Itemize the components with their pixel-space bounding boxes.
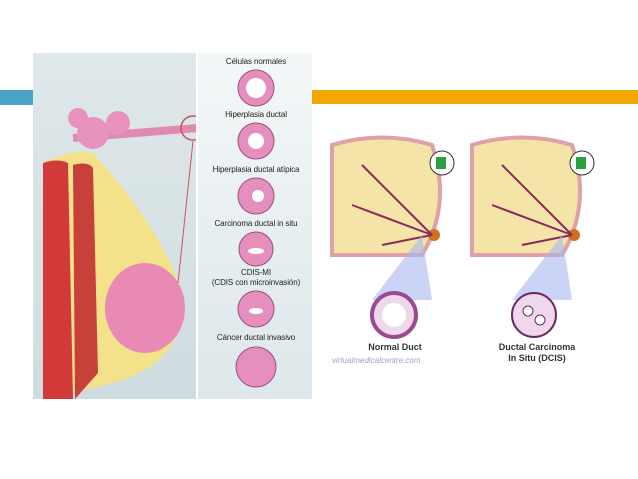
accent-bar-right bbox=[312, 90, 638, 104]
breast-diagrams bbox=[330, 135, 595, 339]
stage-label: Cáncer ductal invasivo bbox=[216, 333, 296, 342]
stage-label: CDIS-MI bbox=[241, 268, 271, 277]
breast-cross-section bbox=[43, 108, 206, 399]
normal-duct-label: Normal Duct bbox=[368, 342, 422, 352]
ductal-stages-panel: Células normales Hiperplasia ductal Hipe… bbox=[196, 53, 312, 399]
stage-label: Carcinoma ductal in situ bbox=[214, 219, 298, 228]
breast-anatomy-illustration: Células normales Hiperplasia ductal Hipe… bbox=[33, 53, 312, 399]
accent-bar-left bbox=[0, 90, 33, 105]
stage-label: Hiperplasia ductal atípica bbox=[212, 165, 300, 174]
watermark: virtualmedicalcentre.com bbox=[332, 356, 421, 365]
stage-label: Hiperplasia ductal bbox=[225, 110, 287, 119]
dcis-label-line2: In Situ (DCIS) bbox=[508, 353, 566, 363]
dcis-comparison-illustration: Normal Duct virtualmedicalcentre.com Duc… bbox=[322, 125, 612, 380]
stage-label: Células normales bbox=[225, 57, 287, 66]
dcis-label-line1: Ductal Carcinoma bbox=[498, 342, 576, 352]
stage-label: (CDIS con microinvasión) bbox=[211, 278, 301, 287]
duct-cross-sections bbox=[235, 69, 277, 388]
